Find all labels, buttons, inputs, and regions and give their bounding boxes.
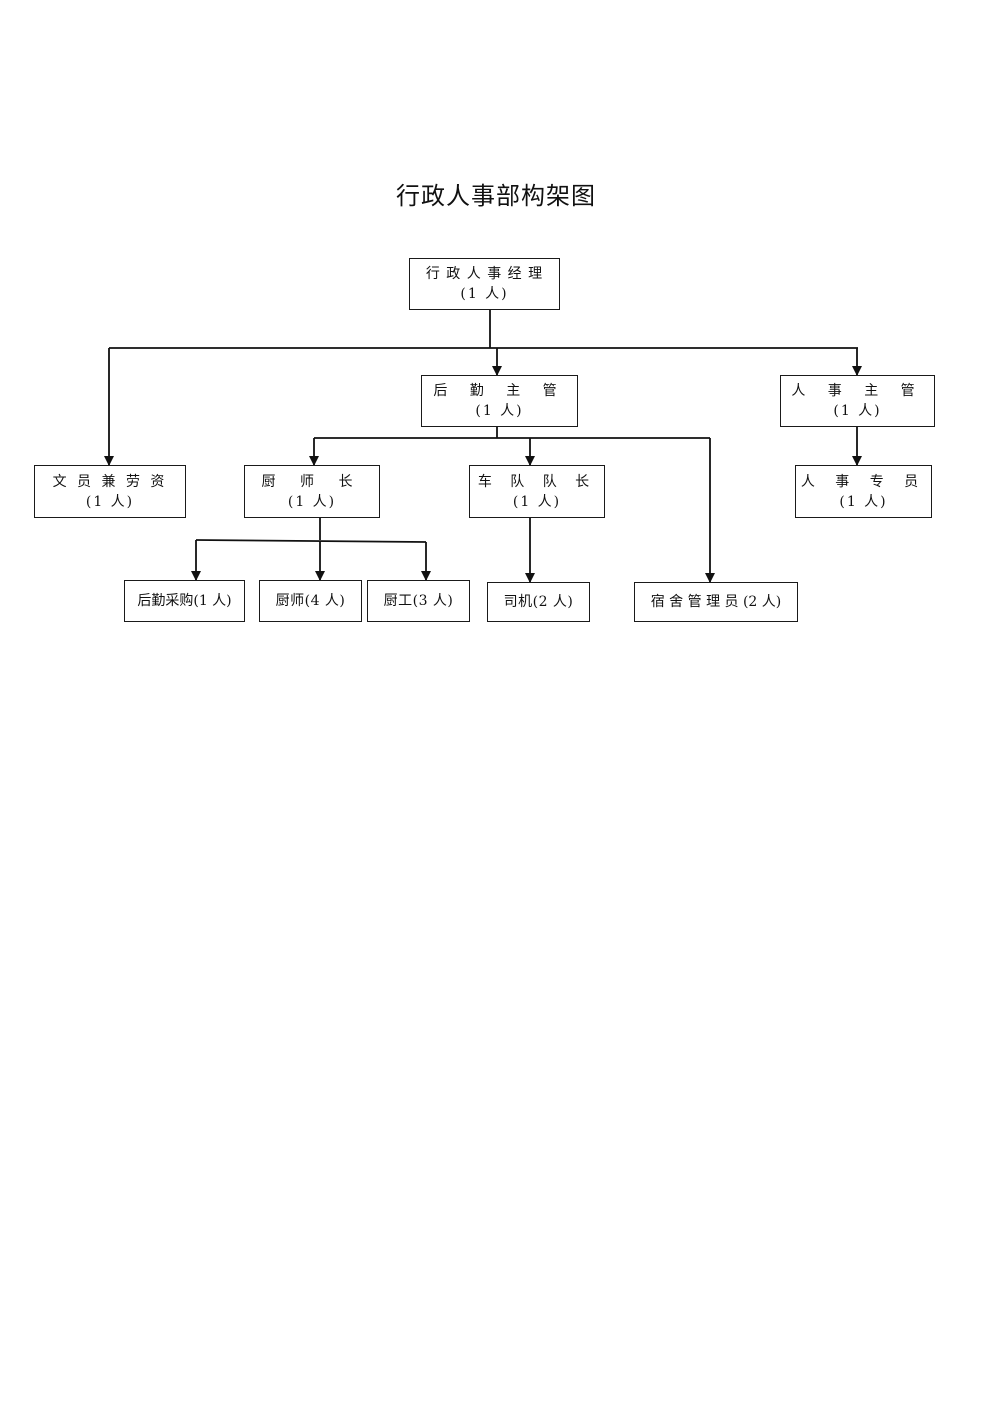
node-chefs-name: 厨师(4 人) (275, 593, 346, 609)
connector-chef-bus (195, 539, 427, 543)
node-kitchen-workers-name: 厨工(3 人) (383, 593, 454, 609)
node-manager: 行 政 人 事 经 理 (1 人) (409, 258, 560, 310)
node-manager-count: (1 人) (460, 286, 509, 302)
node-logistics-supervisor-count: (1 人) (475, 403, 524, 419)
node-drivers: 司机(2 人) (487, 582, 590, 622)
node-hr-supervisor-name: 人 事 主 管 (791, 383, 924, 399)
node-fleet-captain-count: (1 人) (512, 493, 562, 510)
node-hr-supervisor: 人 事 主 管 (1 人) (780, 375, 935, 427)
node-head-chef-count: (1 人) (287, 493, 337, 510)
node-logistics-supervisor: 后 勤 主 管 (1 人) (421, 375, 578, 427)
node-clerk-payroll-name: 文 员 兼 劳 资 (52, 473, 168, 490)
node-purchasing: 后勤采购(1 人) (124, 580, 245, 622)
node-head-chef-name: 厨 师 长 (261, 473, 363, 490)
node-hr-specialist-count: (1 人) (839, 493, 888, 510)
node-chefs: 厨师(4 人) (259, 580, 362, 622)
node-hr-specialist: 人 事 专 员 (1 人) (795, 465, 932, 518)
node-purchasing-name: 后勤采购(1 人) (137, 593, 232, 609)
node-head-chef: 厨 师 长 (1 人) (244, 465, 380, 518)
node-fleet-captain-name: 车 队 队 长 (477, 473, 597, 490)
node-hr-supervisor-count: (1 人) (833, 403, 882, 419)
node-drivers-name: 司机(2 人) (503, 594, 574, 610)
node-logistics-supervisor-name: 后 勤 主 管 (433, 383, 566, 399)
node-dorm-manager: 宿 舍 管 理 员 (2 人) (634, 582, 798, 622)
node-clerk-payroll: 文 员 兼 劳 资 (1 人) (34, 465, 186, 518)
node-hr-specialist-name: 人 事 专 员 (800, 473, 927, 490)
node-fleet-captain: 车 队 队 长 (1 人) (469, 465, 605, 518)
node-clerk-payroll-count: (1 人) (85, 493, 135, 510)
node-manager-name: 行 政 人 事 经 理 (425, 266, 544, 282)
chart-title: 行政人事部构架图 (396, 182, 596, 210)
node-dorm-manager-name: 宿 舍 管 理 员 (2 人) (650, 594, 782, 610)
node-kitchen-workers: 厨工(3 人) (367, 580, 470, 622)
